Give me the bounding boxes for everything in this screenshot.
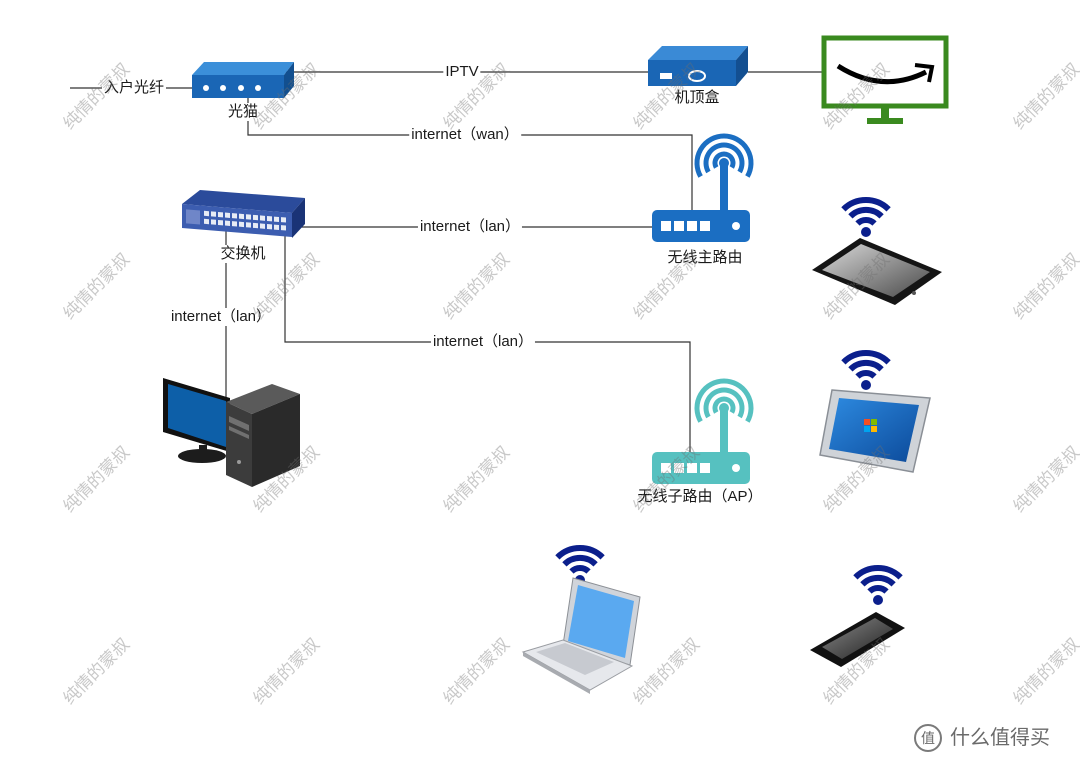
laptop-icon — [521, 548, 641, 694]
node-label-modem: 光猫 — [225, 103, 261, 121]
modem-icon — [192, 62, 294, 98]
wifi-signal-icon — [843, 200, 888, 237]
edge-label-fiber: 入户光纤 — [101, 79, 167, 97]
windows-tablet-icon — [819, 353, 931, 473]
antenna-icon — [697, 136, 751, 211]
node-label-switch: 交换机 — [218, 245, 268, 263]
desktop-computer-icon — [163, 378, 300, 487]
site-logo-name: 什么值得买 — [950, 727, 1050, 749]
antenna-icon — [697, 381, 751, 456]
node-label-set-top-box: 机顶盒 — [672, 89, 722, 107]
network-switch-icon — [182, 190, 305, 238]
set-top-box-icon — [648, 46, 748, 86]
tablet-icon — [812, 200, 942, 305]
amazon-tv-icon — [821, 35, 949, 124]
site-logo-badge: 值 — [914, 724, 942, 752]
edge-label-lan-ap: internet（lan） — [430, 333, 536, 351]
site-logo: 值 什么值得买 — [914, 723, 1050, 753]
edge-label-lan-desktop: internet（lan） — [168, 308, 274, 326]
node-label-main-router: 无线主路由 — [665, 249, 745, 267]
wifi-signal-icon — [557, 548, 602, 585]
edge-label-lan-router: internet（lan） — [417, 218, 523, 236]
wifi-signal-icon — [843, 353, 888, 390]
wireless-ap-icon — [652, 381, 751, 484]
windows-logo-icon — [864, 419, 877, 432]
smartphone-icon — [810, 568, 905, 667]
edge-label-iptv: IPTV — [443, 63, 481, 81]
node-label-ap-router: 无线子路由（AP） — [635, 488, 765, 506]
wireless-router-icon — [652, 136, 751, 242]
wifi-signal-icon — [855, 568, 900, 605]
edge-label-wan: internet（wan） — [409, 126, 521, 144]
wan-line — [247, 98, 693, 211]
